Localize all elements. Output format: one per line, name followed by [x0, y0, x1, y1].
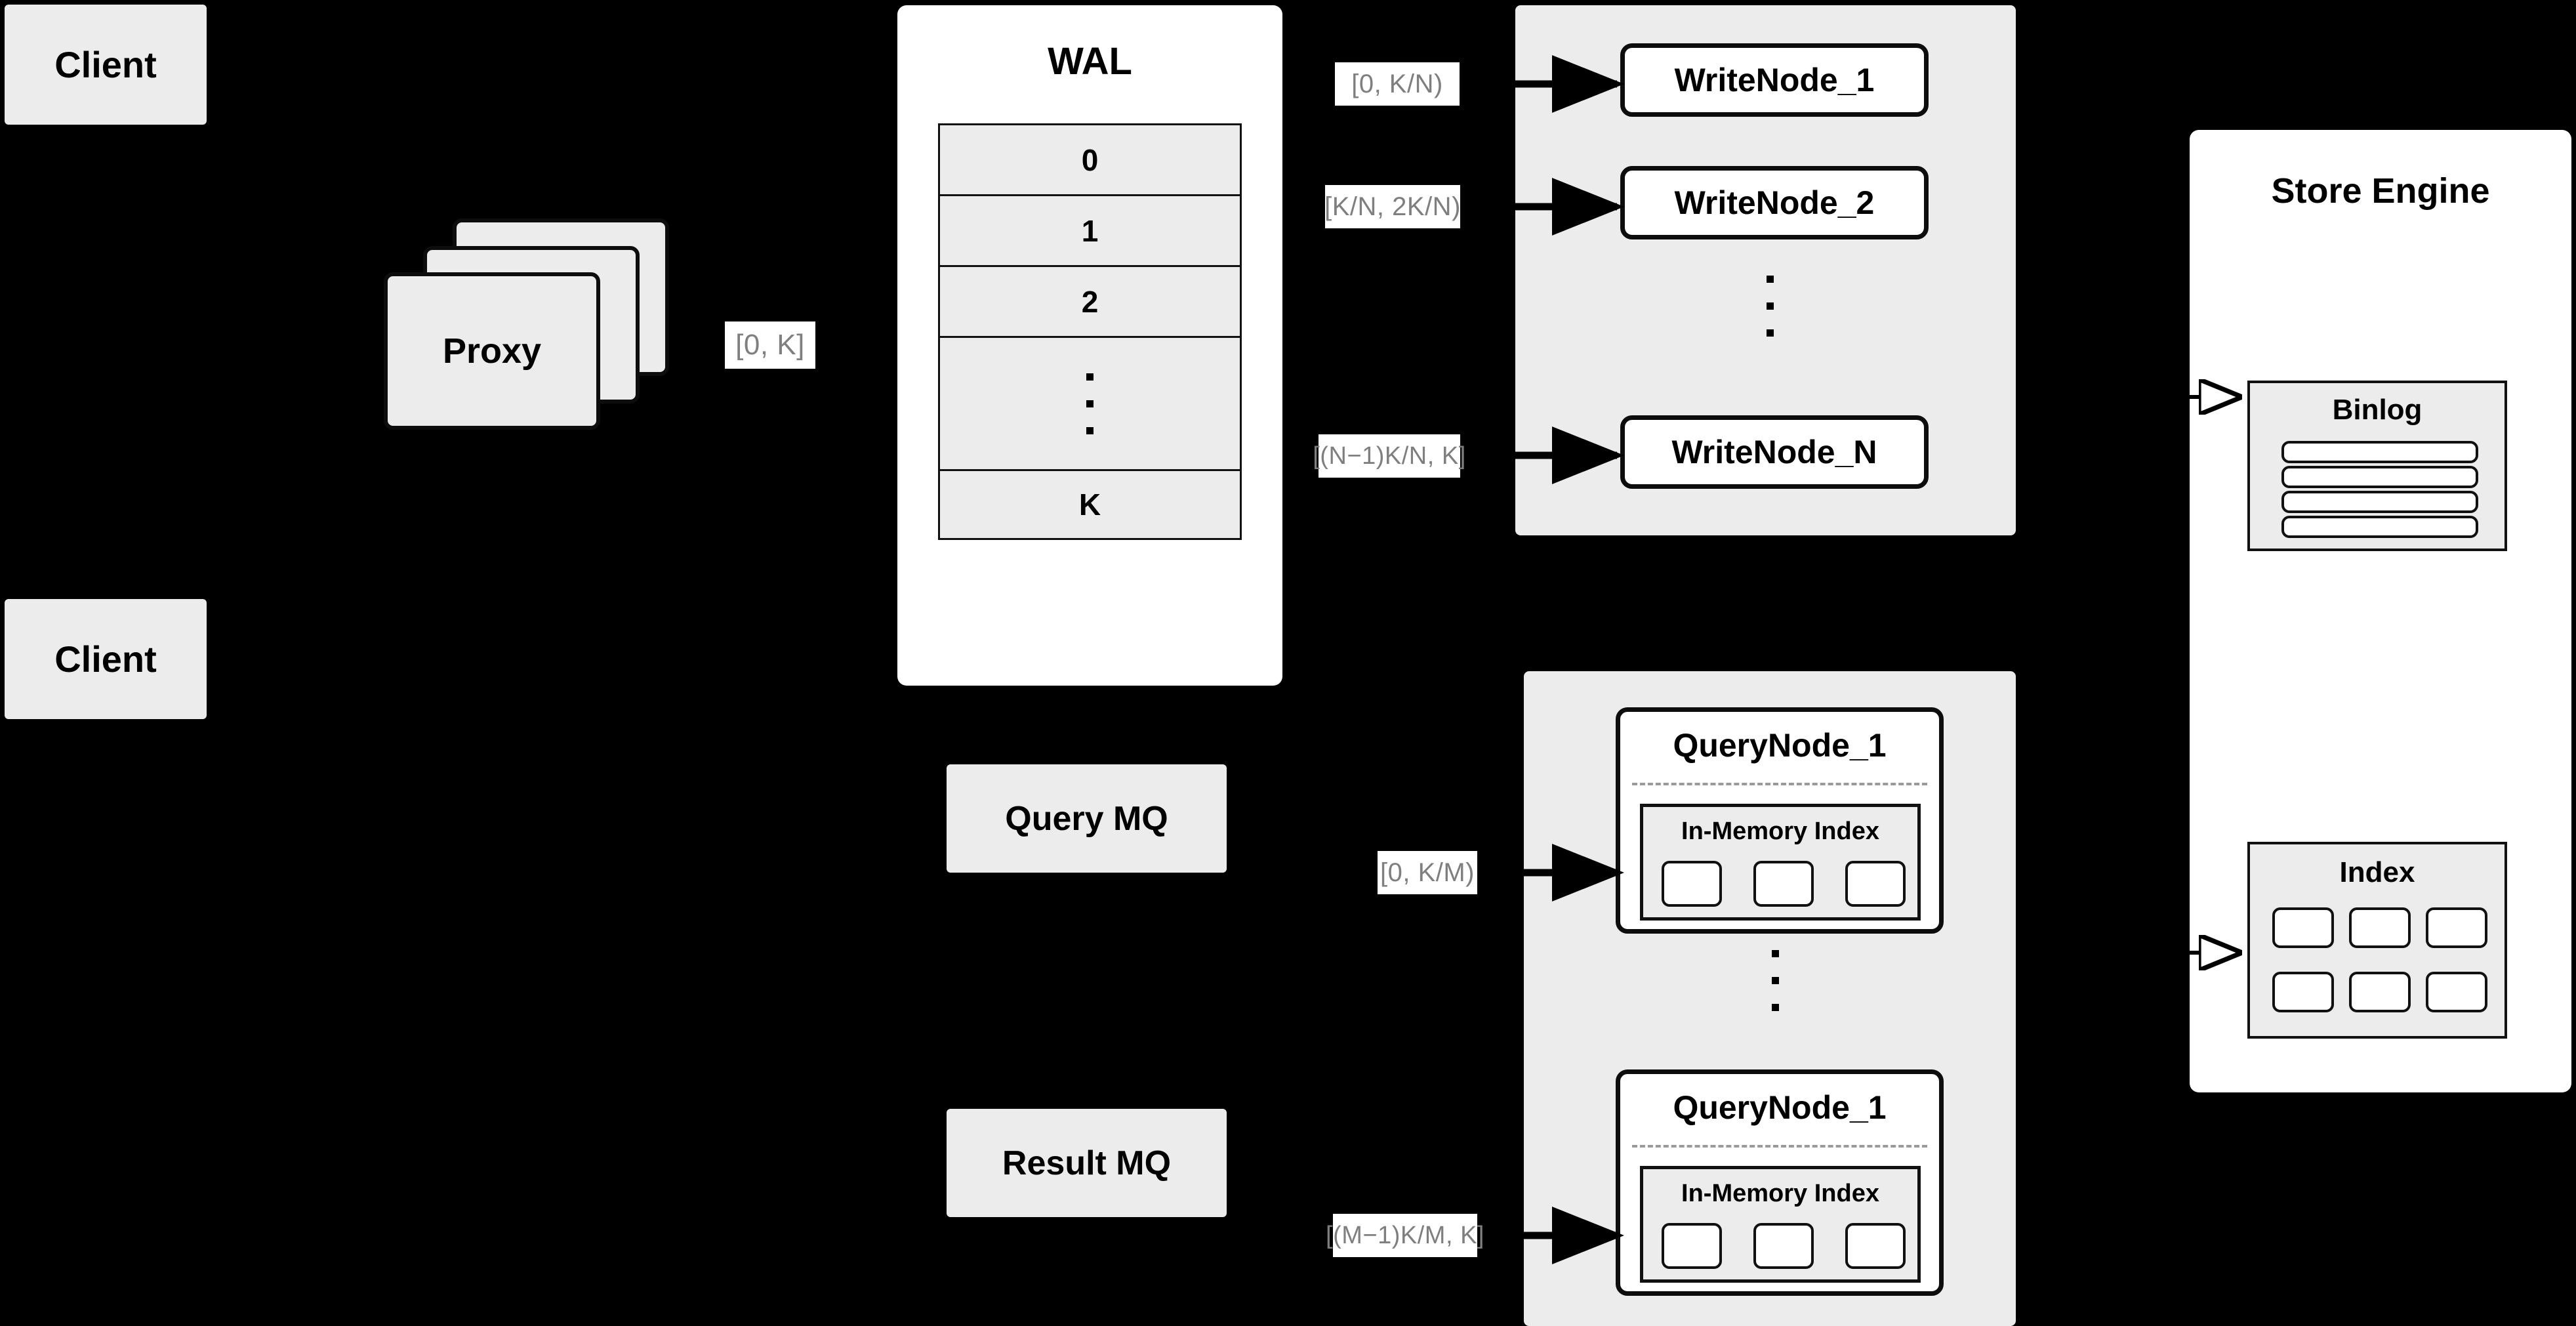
index-panel: Index — [2247, 842, 2507, 1039]
in-memory-index-panel-2: In-Memory Index — [1640, 1166, 1921, 1283]
index-slot — [2272, 907, 2334, 948]
ellipsis-dot — [1772, 950, 1779, 957]
index-slot — [1662, 1223, 1722, 1269]
store-engine-panel: Store Engine Binlog Index — [2190, 130, 2571, 1092]
write-node-n-label: WriteNode_N — [1671, 434, 1877, 470]
wal-title: WAL — [1048, 40, 1132, 83]
wal-row-ellipsis — [938, 336, 1242, 469]
in-memory-index-slots-1 — [1662, 861, 1906, 907]
index-slot — [2349, 907, 2411, 948]
ellipsis-dot — [1767, 276, 1774, 283]
query-node-2-divider — [1632, 1145, 1927, 1148]
query-mq-box[interactable]: Query MQ — [947, 764, 1227, 873]
result-mq-box[interactable]: Result MQ — [947, 1109, 1227, 1217]
ellipsis-dot — [1767, 329, 1774, 337]
query-node-2-label: QueryNode_1 — [1673, 1089, 1887, 1126]
query-node-2[interactable]: QueryNode_1 In-Memory Index — [1616, 1069, 1944, 1296]
edge-label-query-node-m: [(M−1)K/M, K] — [1326, 1214, 1484, 1257]
query-node-1-label: QueryNode_1 — [1673, 727, 1887, 764]
index-slot — [2426, 972, 2487, 1012]
binlog-row — [2281, 491, 2478, 513]
in-memory-index-panel-1: In-Memory Index — [1640, 804, 1921, 921]
write-node-2-label: WriteNode_2 — [1674, 184, 1875, 221]
binlog-row — [2281, 516, 2478, 538]
edge-label-write-node-1: [0, K/N) — [1335, 62, 1460, 106]
write-node-1[interactable]: WriteNode_1 — [1620, 43, 1929, 117]
binlog-rows — [2281, 441, 2478, 538]
index-slot — [1753, 861, 1814, 907]
binlog-row — [2281, 466, 2478, 488]
index-slot — [2272, 972, 2334, 1012]
ellipsis-dot — [1772, 977, 1779, 984]
ellipsis-dot — [1767, 302, 1774, 310]
in-memory-index-slots-2 — [1662, 1223, 1906, 1269]
index-slot — [1662, 861, 1722, 907]
index-slot — [2426, 907, 2487, 948]
query-mq-label: Query MQ — [1005, 799, 1168, 838]
wal-row: 1 — [938, 194, 1242, 265]
in-memory-index-title-1: In-Memory Index — [1681, 818, 1879, 845]
edge-label-proxy-to-wal: [0, K] — [725, 321, 815, 369]
binlog-title: Binlog — [2332, 394, 2423, 426]
write-node-n[interactable]: WriteNode_N — [1620, 415, 1929, 489]
index-slot-grid — [2272, 907, 2487, 1012]
write-node-cluster: WriteNode_1 WriteNode_2 WriteNode_N — [1515, 5, 2016, 535]
query-node-cluster: QueryNode_1 In-Memory Index QueryNode_1 … — [1524, 671, 2016, 1326]
index-slot — [1845, 1223, 1906, 1269]
query-node-1-divider — [1632, 783, 1927, 785]
query-cluster-ellipsis — [1772, 950, 1779, 1011]
wal-row: 0 — [938, 123, 1242, 194]
proxy-label: Proxy — [442, 331, 542, 371]
edge-label-write-node-n: [(N−1)K/N, K] — [1313, 434, 1465, 478]
ellipsis-dot — [1086, 373, 1094, 381]
write-node-1-label: WriteNode_1 — [1674, 62, 1875, 98]
client-label-2: Client — [54, 638, 157, 680]
wal-entry-list: 0 1 2 K — [938, 123, 1242, 540]
index-slot — [1753, 1223, 1814, 1269]
write-cluster-ellipsis — [1767, 276, 1774, 337]
binlog-row — [2281, 441, 2478, 463]
wal-row: K — [938, 469, 1242, 540]
store-engine-title: Store Engine — [2271, 171, 2490, 211]
wal-panel: WAL 0 1 2 K — [897, 5, 1282, 686]
index-slot — [1845, 861, 1906, 907]
index-slot — [2349, 972, 2411, 1012]
ellipsis-dot — [1086, 400, 1094, 407]
client-box-2[interactable]: Client — [5, 599, 207, 719]
client-label-1: Client — [54, 44, 157, 85]
index-title: Index — [2339, 856, 2415, 888]
edge-label-query-node-1: [0, K/M) — [1378, 851, 1477, 894]
write-node-2[interactable]: WriteNode_2 — [1620, 166, 1929, 239]
binlog-panel: Binlog — [2247, 381, 2507, 551]
query-node-1[interactable]: QueryNode_1 In-Memory Index — [1616, 707, 1944, 934]
proxy-box[interactable]: Proxy — [384, 272, 600, 430]
result-mq-label: Result MQ — [1002, 1144, 1172, 1182]
edge-label-write-node-2: [K/N, 2K/N) — [1324, 185, 1460, 228]
ellipsis-dot — [1086, 426, 1094, 434]
client-box-1[interactable]: Client — [5, 5, 207, 125]
wal-row: 2 — [938, 265, 1242, 336]
in-memory-index-title-2: In-Memory Index — [1681, 1180, 1879, 1207]
ellipsis-dot — [1772, 1004, 1779, 1011]
